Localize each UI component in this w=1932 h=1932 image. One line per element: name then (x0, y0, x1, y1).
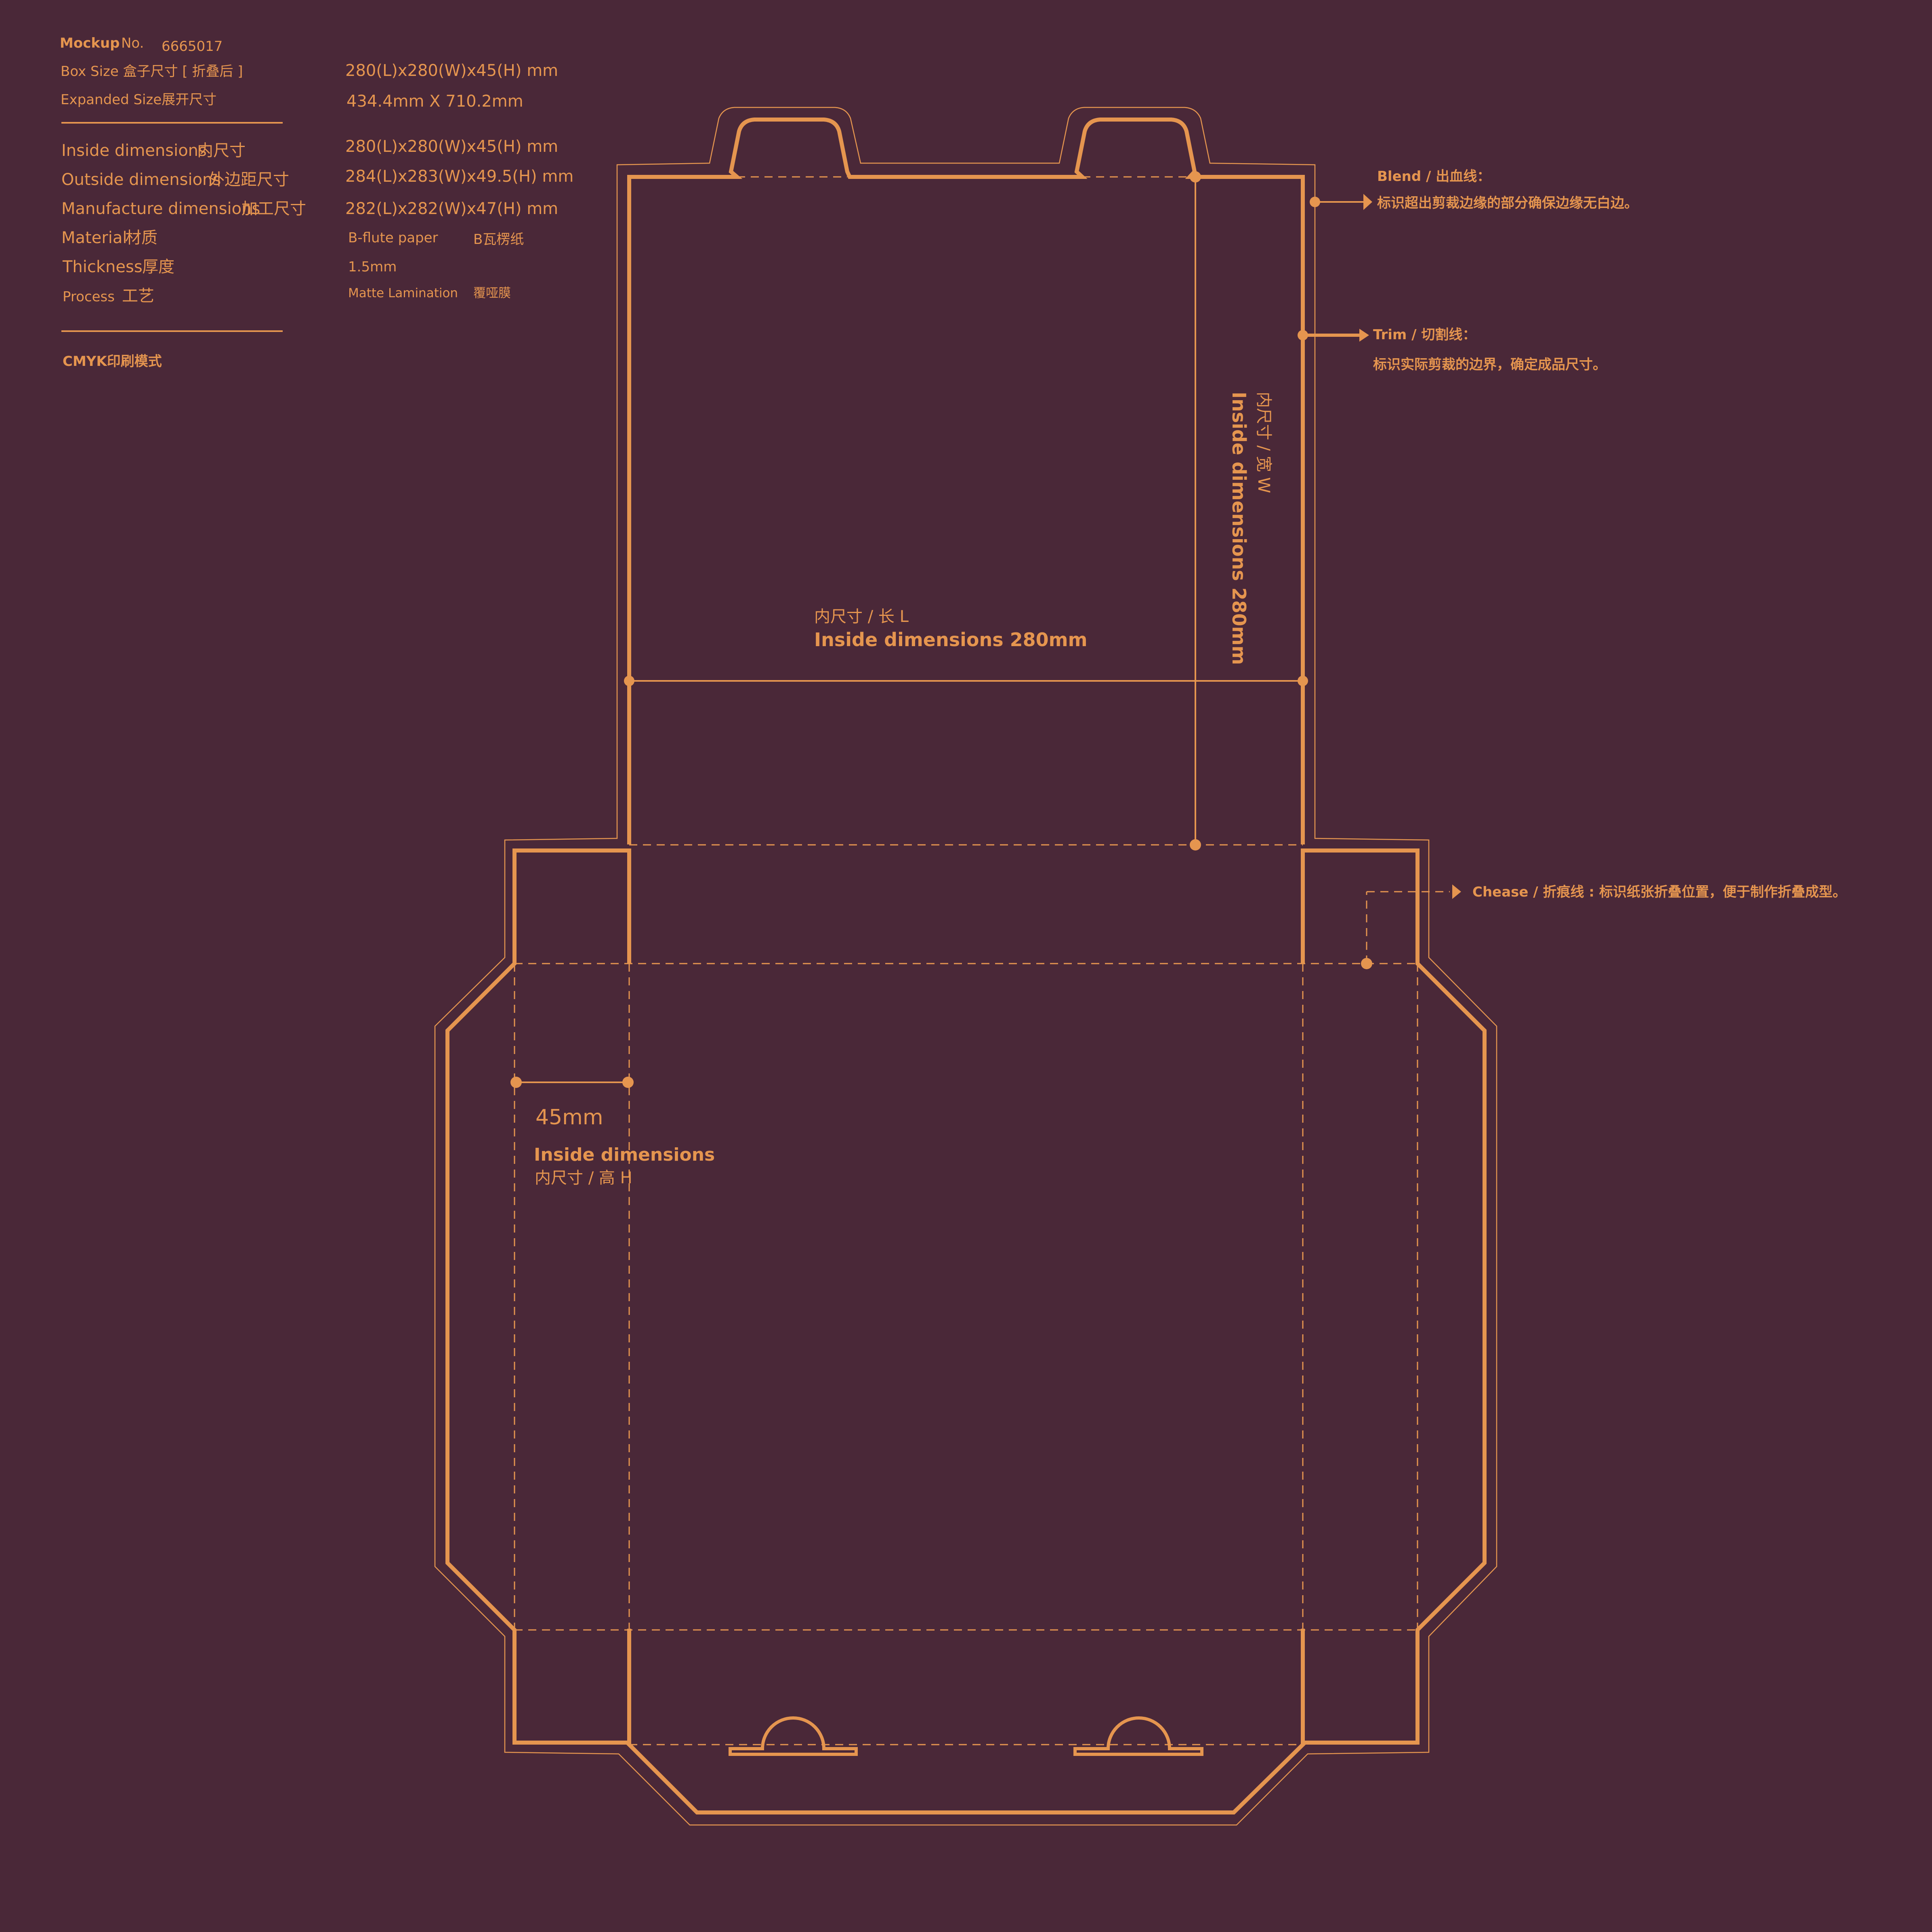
trim-title: Trim / 切割线： (1373, 327, 1476, 343)
crease-text: Chease / 折痕线 : 标识纸张折叠位置，便于制作折叠成型。 (1472, 884, 1846, 900)
width-dot-bottom (1190, 839, 1201, 850)
expanded-value: 434.4mm X 710.2mm (346, 92, 523, 111)
mockup-label: Mockup (60, 35, 120, 51)
outside-label: Outside dimensions (61, 170, 221, 189)
trim-desc: 标识实际剪裁的边界，确定成品尺寸。 (1373, 357, 1606, 373)
expanded-label: Expanded Size展开尺寸 (61, 92, 216, 108)
dimension-lines (510, 171, 1308, 1088)
length-label-en: Inside dimensions 280mm (814, 629, 1088, 651)
outside-value: 284(L)x283(W)x49.5(H) mm (345, 167, 573, 186)
inside-label: Inside dimensions (61, 141, 207, 160)
trim-line (445, 118, 1487, 1814)
print-mode: CMYK印刷模式 (63, 353, 162, 370)
process-value: Matte Lamination (348, 286, 458, 300)
length-dot-right (1298, 676, 1308, 686)
height-value: 45mm (536, 1105, 603, 1130)
process-value-cn: 覆哑膜 (473, 286, 511, 300)
height-dot-right (622, 1077, 634, 1088)
front-flap-outline (626, 1741, 1306, 1814)
blend-desc: 标识超出剪裁边缘的部分确保边缘无白边。 (1377, 195, 1638, 211)
material-label-cn: 材质 (125, 229, 158, 247)
manufacture-label: Manufacture dimensions (61, 200, 260, 218)
legend-crease: Chease / 折痕线 : 标识纸张折叠位置，便于制作折叠成型。 (1361, 884, 1846, 969)
crease-arrow-icon (1452, 884, 1461, 899)
no-label: No. (121, 35, 144, 51)
thickness-label-cn: 厚度 (142, 258, 174, 276)
spec-table: Mockup No. 6665017 Box Size 盒子尺寸 [ 折叠后 ]… (60, 35, 573, 370)
height-dot-left (510, 1077, 522, 1088)
crease-lines (514, 176, 1418, 1745)
inside-value: 280(L)x280(W)x45(H) mm (345, 137, 558, 156)
length-label-cn: 内尺寸 / 长 L (814, 607, 909, 626)
box-size-value: 280(L)x280(W)x45(H) mm (345, 61, 558, 80)
box-size-label: Box Size 盒子尺寸 [ 折叠后 ] (61, 63, 243, 80)
legend-trim: Trim / 切割线： 标识实际剪裁的边界，确定成品尺寸。 (1298, 327, 1606, 373)
inside-label-cn: 内尺寸 (197, 141, 246, 160)
mockup-no: 6665017 (162, 38, 223, 55)
height-label-en: Inside dimensions (534, 1144, 715, 1165)
thickness-label: Thickness (62, 258, 143, 276)
process-label-cn: 工艺 (122, 287, 154, 305)
manufacture-label-cn: 加工尺寸 (242, 200, 306, 218)
lock-tab-right (1073, 1716, 1203, 1756)
thickness-value: 1.5mm (348, 259, 397, 275)
width-label-en: Inside dimensions 280mm (1228, 392, 1250, 665)
lid-outline (627, 118, 1305, 844)
right-side-flap-outline (1301, 848, 1487, 1745)
length-dot-left (624, 676, 634, 686)
width-dot-top (1190, 171, 1201, 183)
height-label-cn: 内尺寸 / 高 H (535, 1169, 632, 1187)
material-value-cn: B瓦楞纸 (473, 231, 524, 248)
lock-tab-left (729, 1716, 858, 1756)
manufacture-value: 282(L)x282(W)x47(H) mm (345, 200, 558, 218)
process-label: Process (63, 289, 115, 305)
legend-blend: Blend / 出血线： 标识超出剪裁边缘的部分确保边缘无白边。 (1310, 168, 1638, 211)
outside-label-cn: 外边距尺寸 (208, 170, 289, 189)
blend-arrow-icon (1363, 194, 1372, 210)
dimension-labels: 内尺寸 / 长 L Inside dimensions 280mm 内尺寸 / … (534, 392, 1273, 1187)
trim-arrow-icon (1359, 329, 1369, 342)
material-label: Material (61, 229, 127, 247)
width-label-cn: 内尺寸 / 宽 W (1254, 392, 1273, 493)
blend-title: Blend / 出血线： (1377, 168, 1491, 185)
bleed-line (434, 107, 1497, 1826)
left-side-flap-outline (445, 848, 631, 1745)
material-value: B-flute paper (348, 230, 438, 246)
